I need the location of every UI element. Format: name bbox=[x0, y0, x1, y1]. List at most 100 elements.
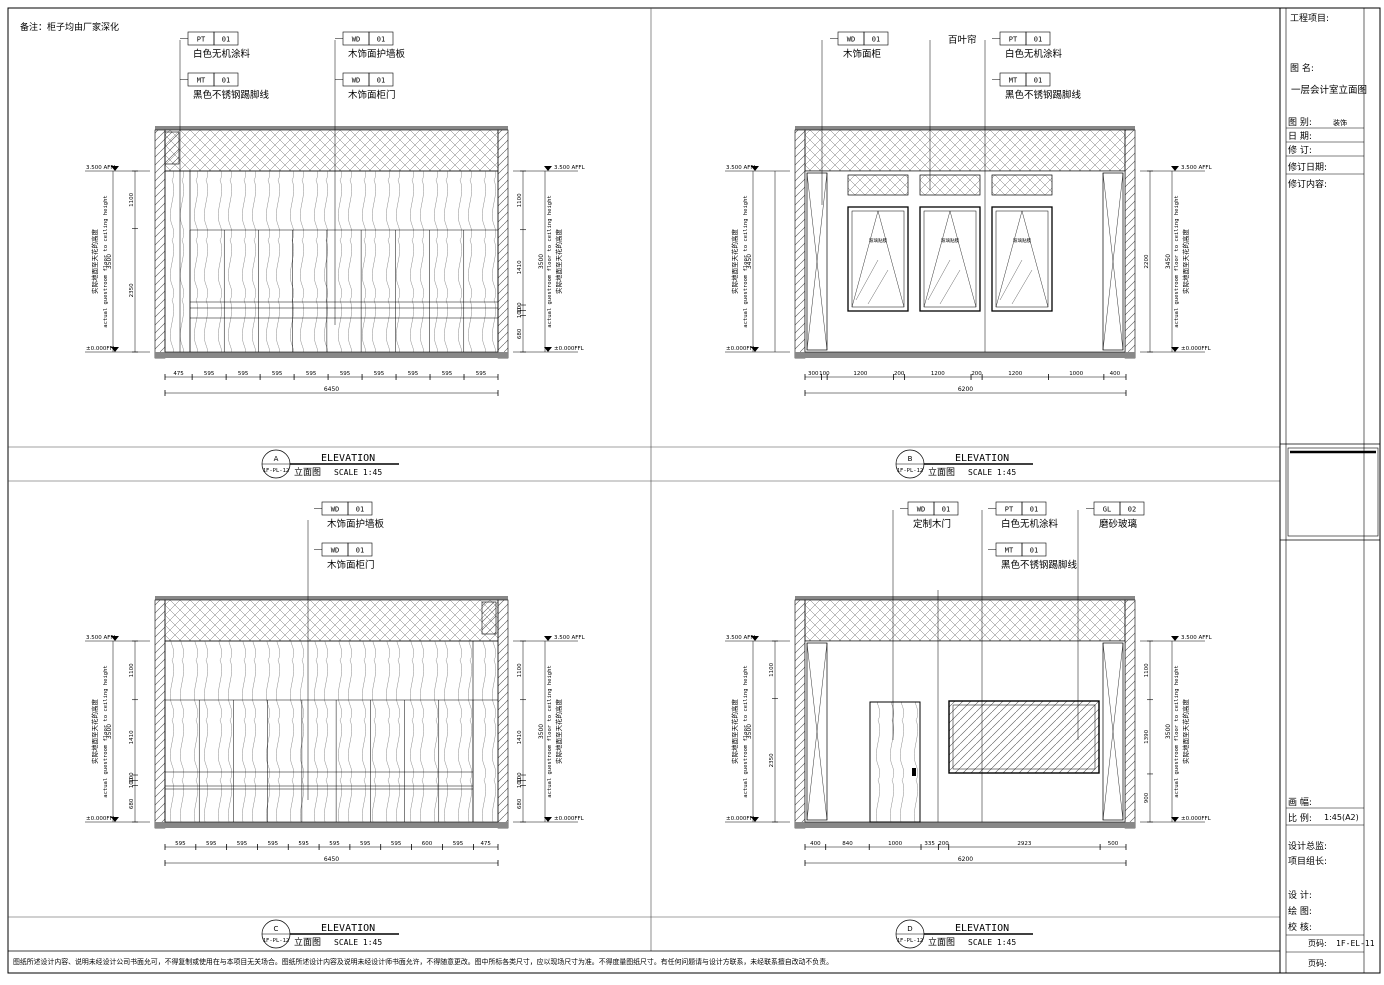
dim-value: 595 bbox=[391, 841, 402, 847]
dim-value: 200 bbox=[938, 841, 949, 847]
elevation-cn: 立面图 bbox=[294, 936, 321, 948]
callout-code: PT bbox=[197, 36, 206, 44]
dim-value: 400 bbox=[1110, 371, 1121, 377]
dim-total: 3450 bbox=[746, 254, 753, 269]
dim-total: 6450 bbox=[324, 856, 339, 863]
side-wall-left bbox=[154, 599, 166, 829]
category-value: 装饰 bbox=[1333, 118, 1347, 127]
elevation-word: ELEVATION bbox=[321, 923, 375, 934]
callout-code: WD bbox=[352, 36, 360, 44]
height-note-cn: 实际地面至天花的高度 bbox=[730, 229, 739, 295]
dim-value: 1100 bbox=[517, 663, 523, 677]
dim-value: 595 bbox=[298, 841, 309, 847]
height-note-cn: 实际地面至天花的高度 bbox=[1181, 699, 1190, 765]
dim-total: 3500 bbox=[538, 724, 545, 739]
callout-code: WD bbox=[331, 506, 339, 514]
callout-text: 百叶帘 bbox=[948, 34, 977, 46]
sheet-no-value: 1F-EL-11 bbox=[1336, 939, 1375, 948]
design-director-label: 设计总监: bbox=[1288, 840, 1327, 852]
sheet-footer: 图纸所述设计内容、说明未经设计公司书面允可，不得复制或使用在与本项目无关场合。图… bbox=[13, 957, 833, 966]
frosted-glass bbox=[948, 700, 1100, 774]
dim-value: 475 bbox=[480, 841, 491, 847]
revision-label: 修 订: bbox=[1288, 144, 1312, 156]
elevation-scale: SCALE 1:45 bbox=[968, 938, 1016, 947]
floor-slab bbox=[795, 352, 1135, 358]
dim-value: 200 bbox=[971, 371, 982, 377]
dim-value: 680 bbox=[517, 798, 523, 809]
callout-code: MT bbox=[1005, 547, 1014, 555]
floor-slab bbox=[155, 352, 508, 358]
dim-total: 6200 bbox=[958, 856, 973, 863]
dim-value: 1390 bbox=[1144, 729, 1150, 743]
dim-value: 1100 bbox=[1144, 663, 1150, 677]
callout-num: 01 bbox=[222, 77, 230, 85]
height-note-cn: 实际地面至天花的高度 bbox=[554, 699, 563, 765]
callout-tag-num bbox=[347, 501, 373, 516]
level-label-left: ±0.000FFL bbox=[86, 346, 117, 352]
design-label: 设 计: bbox=[1288, 889, 1312, 901]
revision-date-label: 修订日期: bbox=[1288, 161, 1327, 173]
wood-cabinet bbox=[806, 172, 828, 351]
elevation-scale: SCALE 1:45 bbox=[968, 468, 1016, 477]
level-label-right: ±0.000FFL bbox=[554, 816, 585, 822]
dim-total: 3500 bbox=[106, 254, 113, 269]
level-marker-icon bbox=[1171, 817, 1179, 822]
dim-value: 595 bbox=[175, 841, 186, 847]
slab bbox=[155, 596, 508, 600]
dim-value: 1000 bbox=[1069, 371, 1083, 377]
callout-tag-num bbox=[213, 72, 239, 87]
level-marker-icon bbox=[1171, 166, 1179, 171]
dim-value: 595 bbox=[237, 841, 248, 847]
level-label-left: ±0.000FFL bbox=[726, 816, 757, 822]
level-label-left: 3.500 AFFL bbox=[726, 165, 758, 171]
callout-tag-num bbox=[863, 31, 889, 46]
film-label: 玻璃贴膜 bbox=[1013, 237, 1031, 244]
elevation-cn: 立面图 bbox=[928, 936, 955, 948]
callout-text: 定制木门 bbox=[913, 518, 951, 530]
project-label: 工程项目: bbox=[1290, 13, 1329, 24]
floor-slab bbox=[795, 822, 1135, 828]
side-wall-right bbox=[1124, 599, 1136, 829]
callout-tag-num bbox=[1021, 542, 1047, 557]
level-marker-icon bbox=[544, 347, 552, 352]
elevation-id: A bbox=[274, 455, 279, 463]
elevation-ref: 1F-PL-12 bbox=[263, 938, 290, 944]
drawing-name-label: 图 名: bbox=[1290, 62, 1314, 74]
level-marker-icon bbox=[1171, 636, 1179, 641]
dim-value: 500 bbox=[1108, 841, 1119, 847]
scale-value: 1:45(A2) bbox=[1324, 813, 1359, 822]
project-leader-label: 项目组长: bbox=[1288, 855, 1327, 867]
level-marker-icon bbox=[544, 166, 552, 171]
callout-tag-num bbox=[368, 31, 394, 46]
dim-value: 1200 bbox=[1008, 371, 1022, 377]
callout-num: 01 bbox=[356, 547, 364, 555]
wall-face bbox=[164, 170, 499, 353]
elevation-cn: 立面图 bbox=[928, 466, 955, 478]
side-wall-left bbox=[794, 599, 806, 829]
column-block bbox=[481, 601, 497, 635]
level-label-right: 3.500 AFFL bbox=[554, 165, 586, 171]
dim-value: 595 bbox=[453, 841, 464, 847]
height-note-cn: 实际地面至天花的高度 bbox=[90, 699, 99, 765]
callout-text: 黑色不锈钢踢脚线 bbox=[1005, 89, 1082, 101]
elevation-word: ELEVATION bbox=[955, 453, 1009, 464]
dim-value: 1410 bbox=[517, 260, 523, 274]
height-note-en: actual guestroom floor to ceiling height bbox=[743, 665, 749, 797]
film-label: 玻璃贴膜 bbox=[869, 237, 887, 244]
drafting-label: 绘 图: bbox=[1288, 905, 1312, 917]
dim-value: 840 bbox=[842, 841, 853, 847]
dim-value: 1100 bbox=[129, 192, 135, 206]
dim-total: 3500 bbox=[746, 724, 753, 739]
window bbox=[847, 206, 909, 312]
callout-code: PT bbox=[1009, 36, 1018, 44]
sheet-note: 备注：柜子均由厂家深化 bbox=[20, 21, 119, 33]
dim-total: 3450 bbox=[1165, 254, 1172, 269]
dim-value: 595 bbox=[329, 841, 340, 847]
callout-num: 01 bbox=[1034, 77, 1042, 85]
category-label: 图 别: bbox=[1288, 117, 1312, 128]
side-wall-left bbox=[794, 129, 806, 359]
level-label-left: ±0.000FFL bbox=[726, 346, 757, 352]
callout-code: WD bbox=[331, 547, 339, 555]
